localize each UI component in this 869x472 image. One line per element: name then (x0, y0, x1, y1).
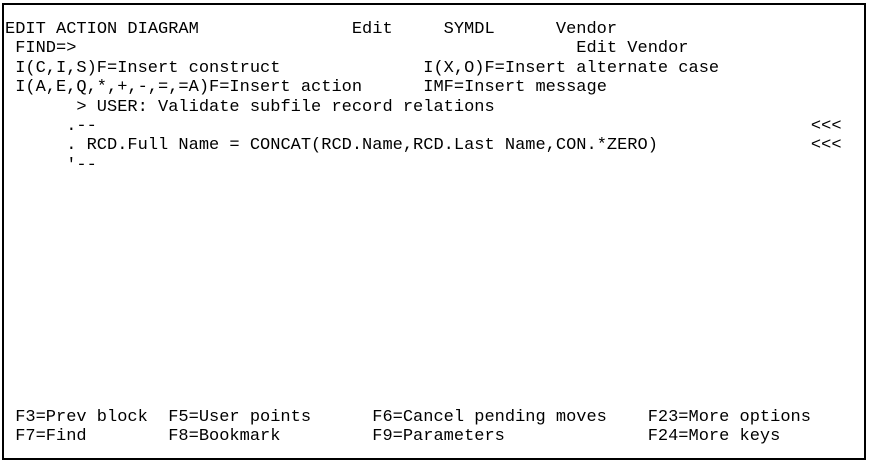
construct-open[interactable]: .-- (66, 116, 97, 136)
menu-item-edit[interactable]: Edit (351, 20, 393, 39)
fkey-f23[interactable]: F23=More options (647, 407, 811, 427)
empty-row (5, 330, 864, 349)
menu-item-edit-vendor[interactable]: Edit Vendor (576, 39, 689, 59)
diagram-row-construct-open: .-- <<< (5, 117, 864, 136)
construct-close[interactable]: '-- (66, 155, 97, 175)
fkey-f8[interactable]: F8=Bookmark (168, 427, 281, 447)
fkey-f7[interactable]: F7=Find (15, 427, 87, 447)
empty-row (5, 388, 864, 407)
help-insert-action: I(A,E,Q,*,+,-,=,=A)F=Insert action (15, 78, 363, 98)
empty-row (5, 214, 864, 233)
diagram-row-user-point: > USER: Validate subfile record relation… (5, 98, 864, 117)
empty-row (5, 291, 864, 310)
empty-row (5, 369, 864, 388)
empty-row (5, 253, 864, 272)
help-insert-message: IMF=Insert message (423, 78, 607, 98)
empty-row (5, 233, 864, 252)
empty-row (5, 175, 864, 194)
menu-item-vendor[interactable]: Vendor (555, 20, 618, 39)
terminal-border: EDIT ACTION DIAGRAM Edit SYMDL Vendor FI… (2, 3, 866, 460)
help-row-2: I(A,E,Q,*,+,-,=,=A)F=Insert action IMF=I… (5, 78, 864, 97)
action-line[interactable]: . RCD.Full Name = CONCAT(RCD.Name,RCD.La… (66, 136, 658, 156)
fkey-f9[interactable]: F9=Parameters (372, 427, 505, 447)
page-title: EDIT ACTION DIAGRAM (5, 20, 199, 39)
fkey-f5[interactable]: F5=User points (168, 407, 312, 427)
help-insert-alternate-case: I(X,O)F=Insert alternate case (423, 58, 720, 78)
help-row-1: I(C,I,S)F=Insert construct I(X,O)F=Inser… (5, 59, 864, 78)
fkey-f6[interactable]: F6=Cancel pending moves (372, 407, 607, 427)
empty-row (5, 272, 864, 291)
header-row: EDIT ACTION DIAGRAM Edit SYMDL Vendor (5, 20, 864, 39)
function-key-row-2: F7=Find F8=Bookmark F9=Parameters F24=Mo… (5, 427, 864, 446)
user-point-line[interactable]: > USER: Validate subfile record relation… (76, 97, 495, 117)
find-row: FIND=> Edit Vendor (5, 39, 864, 58)
empty-row (5, 311, 864, 330)
empty-row (5, 350, 864, 369)
help-insert-construct: I(C,I,S)F=Insert construct (15, 58, 281, 78)
menu-item-symdl[interactable]: SYMDL (443, 20, 495, 39)
change-marker: <<< (810, 136, 842, 156)
function-key-row-1: F3=Prev block F5=User points F6=Cancel p… (5, 408, 864, 427)
find-input[interactable]: FIND=> (15, 39, 77, 59)
diagram-row-construct-close: '-- (5, 156, 864, 175)
fkey-f3[interactable]: F3=Prev block (15, 407, 148, 427)
change-marker: <<< (810, 116, 842, 136)
fkey-f24[interactable]: F24=More keys (647, 427, 781, 447)
diagram-row-action: . RCD.Full Name = CONCAT(RCD.Name,RCD.La… (5, 136, 864, 155)
terminal-screen: EDIT ACTION DIAGRAM Edit SYMDL Vendor FI… (4, 5, 864, 458)
empty-row (5, 195, 864, 214)
